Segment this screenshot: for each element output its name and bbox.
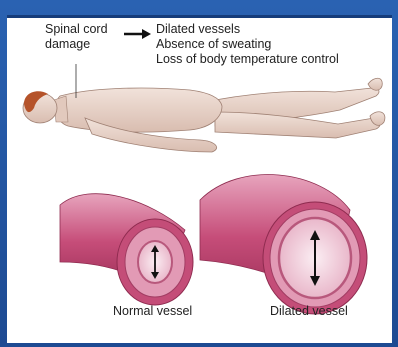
dilated-vessel-caption: Dilated vessel [270, 304, 348, 318]
effect-absence-of-sweating: Absence of sweating [156, 37, 339, 52]
effect-dilated-vessels: Dilated vessels [156, 22, 339, 37]
effect-loss-of-temp-control: Loss of body temperature control [156, 52, 339, 67]
normal-vessel [60, 194, 193, 305]
normal-vessel-caption: Normal vessel [113, 304, 192, 318]
dilated-vessel [200, 175, 367, 314]
spinal-cord-damage-label: Spinal cord damage [45, 22, 125, 52]
right-arrow-icon [124, 28, 152, 40]
patient-figure [23, 78, 385, 152]
effects-list: Dilated vessels Absence of sweating Loss… [156, 22, 339, 67]
